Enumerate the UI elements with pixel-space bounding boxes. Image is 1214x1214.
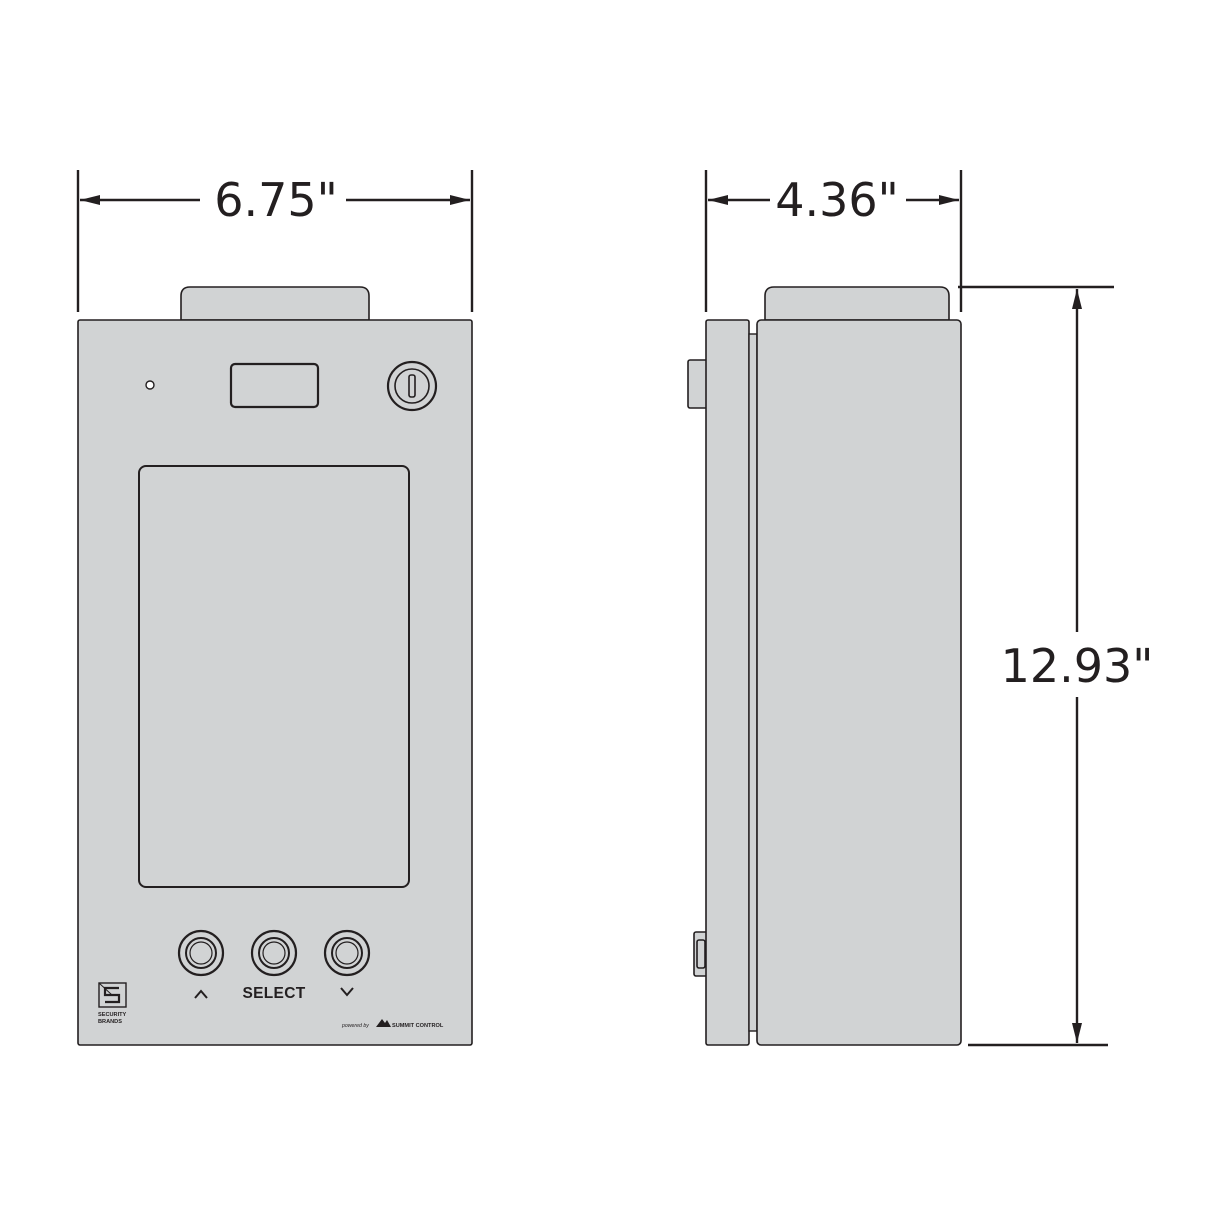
down-chevron-icon [340, 987, 354, 997]
logo-line-1: SECURITY [98, 1012, 127, 1018]
status-led-icon [145, 380, 155, 390]
front-view: 6.75" [76, 170, 474, 1046]
summit-control-branding: powered by SUMMIT CONTROL [341, 1019, 444, 1029]
logo-line-2: BRANDS [98, 1019, 122, 1025]
side-view: 4.36" 12.93" [687, 170, 1154, 1047]
side-hinge-top [687, 359, 709, 409]
powered-by-text: powered by [341, 1023, 369, 1029]
up-button[interactable] [177, 929, 225, 977]
side-top-cap [764, 286, 950, 321]
key-lock-icon [386, 360, 438, 412]
side-depth-label: 4.36" [775, 173, 899, 227]
side-latch-bottom [693, 931, 709, 977]
select-button[interactable] [250, 929, 298, 977]
mountain-icon [376, 1019, 391, 1027]
security-brands-logo: SECURITY BRANDS [98, 982, 127, 1025]
down-button[interactable] [323, 929, 371, 977]
front-width-label: 6.75" [214, 173, 338, 227]
select-button-label: SELECT [243, 985, 306, 1002]
display-screen [138, 465, 410, 888]
indicator-window [229, 362, 320, 409]
up-chevron-icon [194, 989, 208, 999]
front-top-cap [180, 286, 370, 321]
side-door-gap [748, 333, 758, 1032]
side-door-panel [705, 319, 750, 1046]
summit-control-text: SUMMIT CONTROL [392, 1023, 444, 1029]
height-label: 12.93" [1001, 639, 1154, 693]
side-enclosure-body [756, 319, 962, 1046]
